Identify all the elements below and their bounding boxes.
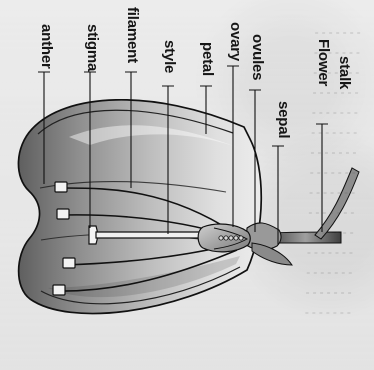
flower-label: Flower (315, 39, 332, 86)
stalk-label: stalk (336, 56, 353, 89)
anther-3 (63, 258, 75, 268)
ovule-2 (224, 236, 228, 240)
anther-1 (55, 182, 67, 192)
ovules-label: ovules (249, 34, 266, 80)
ovule-1 (219, 236, 223, 240)
style-shape (96, 232, 205, 238)
style-label: style (161, 40, 178, 73)
petal-label: petal (199, 42, 216, 76)
ovule-5 (239, 236, 243, 240)
anther-4 (53, 285, 65, 295)
ovule-3 (229, 236, 233, 240)
stigma-label: stigma (84, 24, 101, 71)
filament-label: filament (124, 7, 141, 63)
ovule-4 (234, 236, 238, 240)
flower-stalk-group (246, 168, 359, 265)
ovary-label: ovary (227, 22, 244, 61)
sepal-label: sepal (275, 101, 292, 138)
anther-label: anther (38, 24, 55, 69)
anther-2 (57, 209, 69, 219)
